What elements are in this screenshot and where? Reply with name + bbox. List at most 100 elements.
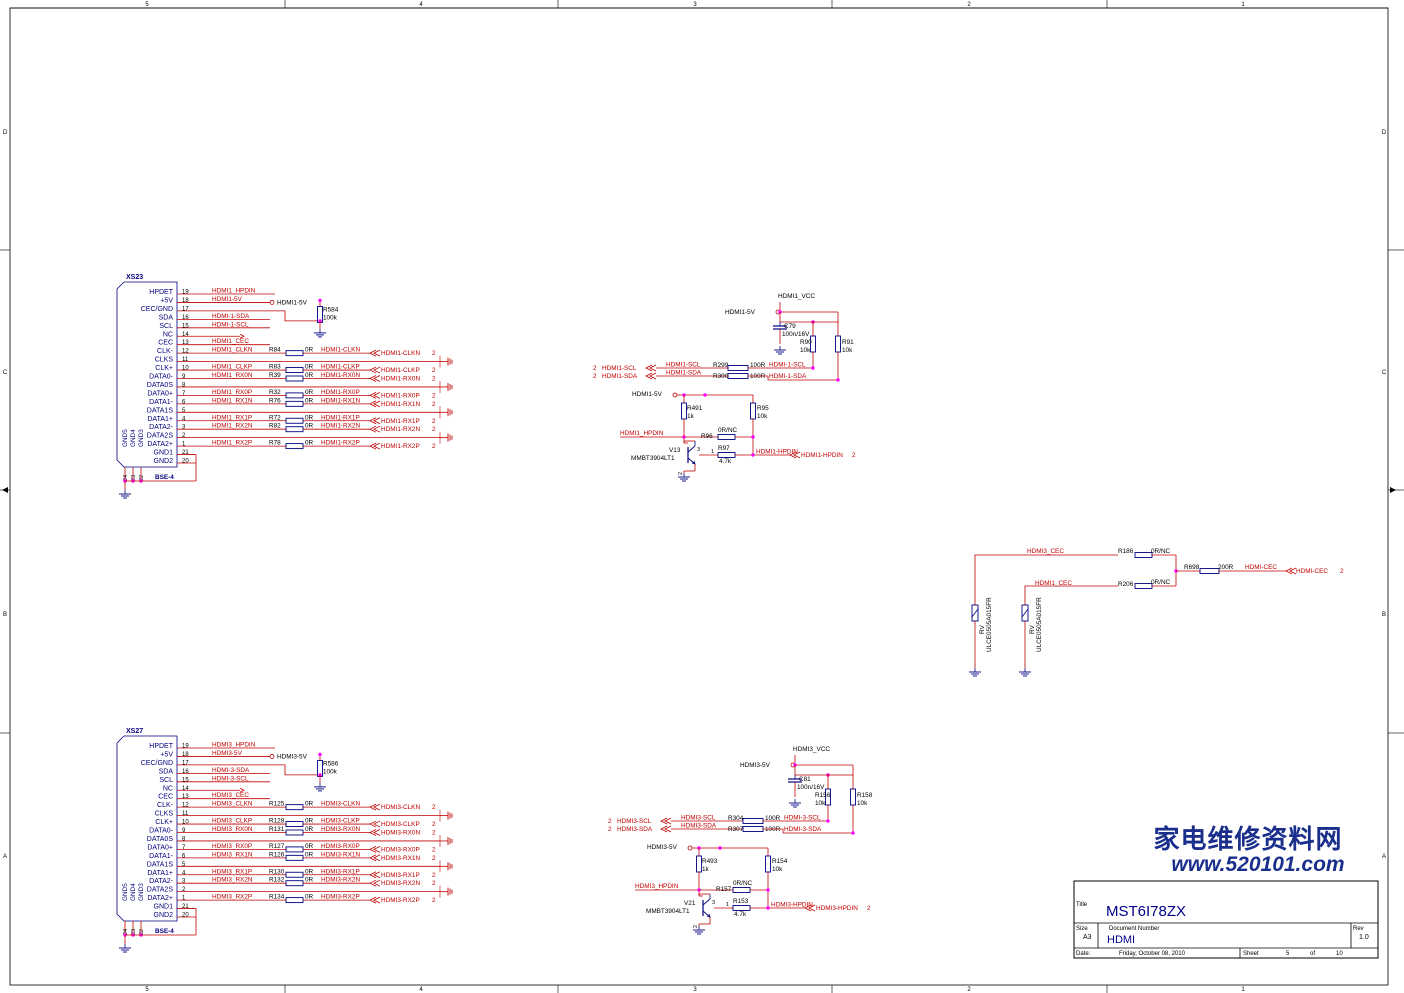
supply-label: HDMI1-5V	[632, 391, 663, 398]
connector-body	[116, 281, 178, 468]
docnum-label: Document Number	[1109, 926, 1159, 932]
supply-label: HDMI3-5V	[277, 753, 308, 760]
cec-resistor-body	[1134, 583, 1153, 589]
cec-resistor-ref: R206	[1118, 581, 1134, 588]
series-resistor-body	[285, 417, 304, 424]
net-label: HDMI1_RX1N	[212, 397, 253, 404]
port-sheet-ref: 2	[432, 426, 436, 433]
pin-number: 14	[182, 332, 189, 338]
row-marker-right: B	[1382, 612, 1386, 618]
port-arrow	[645, 364, 657, 372]
shield-ground	[447, 433, 453, 442]
series-net-label: HDMI3-CLKN	[321, 801, 360, 808]
net-label: HDMI1-SDA	[666, 370, 702, 377]
series-resistor-value: 100R	[765, 826, 781, 833]
pin-name: CLK+	[155, 365, 173, 372]
series-resistor-ref: R126	[269, 851, 285, 858]
net-label: HDMI3_RX1N	[212, 851, 253, 858]
net-label: HDMI-3-SDA	[784, 826, 822, 833]
net-label: HDMI3_CLKN	[212, 801, 253, 808]
net-label: HDMI-1-SCL	[212, 321, 249, 328]
series-net-label: HDMI1-RX0P	[321, 389, 360, 396]
pin-name: NC	[163, 331, 173, 338]
ground-pin-name: GND5	[122, 883, 129, 901]
pin-name: DATA1-	[149, 853, 174, 860]
nc-arrow	[239, 333, 245, 339]
series-resistor-body	[727, 373, 749, 379]
port-arrow	[369, 854, 381, 862]
resistor-value: 100k	[323, 768, 338, 775]
pin-number: 7	[182, 845, 186, 851]
port-sheet-ref: 2	[432, 830, 436, 837]
pin-name: CEC/GND	[141, 760, 173, 767]
series-resistor-body	[742, 826, 764, 832]
pin-number: 7	[182, 391, 186, 397]
pin-number: 20	[182, 913, 189, 919]
net-label: HDMI1_HPDIN	[620, 430, 664, 437]
sheet-label: Sheet	[1243, 951, 1259, 957]
pin-name: CLKS	[155, 357, 174, 364]
series-resistor-value: 0R	[305, 851, 314, 858]
pin-number: 1	[726, 902, 729, 908]
port-label: HDMI1-RX0N	[381, 376, 420, 383]
series-resistor-value: 100R	[750, 362, 766, 369]
pin-name: DATA1+	[147, 416, 173, 423]
of-label: of	[1310, 951, 1315, 957]
series-resistor-value: 0R	[305, 877, 314, 884]
series-resistor-value: 0R	[305, 423, 314, 430]
ground-pin-name: GND3	[138, 883, 145, 901]
junction-dot	[836, 378, 840, 382]
column-marker-bottom: 3	[693, 987, 697, 993]
pin-number: 2	[678, 472, 684, 475]
transistor-emitter	[702, 910, 711, 918]
net-label: HDMI3_HPDIN	[635, 883, 679, 890]
series-net-label: HDMI3-RX2N	[321, 877, 360, 884]
net-label: HDMI3-HPDIN	[771, 902, 813, 909]
port-arrow	[660, 825, 672, 833]
pin-name: DATA0S	[147, 382, 174, 389]
cec-resistor-ref: R698	[1184, 564, 1200, 571]
port-arrow	[1285, 567, 1297, 575]
pin-name: SDA	[159, 768, 174, 775]
junction-dot	[751, 453, 755, 457]
connector-body	[116, 735, 178, 922]
nc-resistor-body	[732, 887, 751, 893]
port-arrow	[369, 366, 381, 374]
series-resistor-ref: R76	[269, 397, 281, 404]
ground-pin-number: 22	[139, 475, 145, 481]
series-resistor-value: 0R	[305, 818, 314, 825]
series-resistor-value: 0R	[305, 414, 314, 421]
port-sheet-ref: 2	[432, 350, 436, 357]
series-net-label: HDMI3-RX1N	[321, 851, 360, 858]
base-resistor-body	[681, 402, 687, 420]
series-resistor-body	[285, 392, 304, 399]
pin-number: 3	[182, 879, 186, 885]
pin-number: 4	[182, 416, 186, 422]
supply-label: HDMI1-5V	[277, 299, 308, 306]
cec-resistor-ref: R186	[1118, 548, 1134, 555]
pin-number: 18	[182, 298, 189, 304]
series-resistor-ref: R130	[269, 868, 285, 875]
pin-name: GND1	[154, 904, 174, 911]
pin-number: 11	[182, 811, 189, 817]
port-arrow	[369, 375, 381, 382]
pin-name: DATA1+	[147, 870, 173, 877]
port-label: HDMI1-SDA	[602, 373, 638, 380]
series-resistor-ref: R299	[713, 362, 729, 369]
port-arrow	[369, 879, 381, 887]
pin-number: 16	[182, 769, 189, 775]
series-resistor-body	[285, 829, 304, 836]
series-resistor-value: 0R	[305, 843, 314, 850]
column-marker-bottom: 4	[419, 987, 423, 993]
transistor-collector	[687, 445, 696, 453]
series-net-label: HDMI3-RX0P	[321, 843, 360, 850]
series-resistor-ref: R78	[269, 440, 281, 447]
series-resistor-ref: R32	[269, 389, 281, 396]
pin-name: CLK-	[157, 802, 174, 809]
port-label: HDMI3-CLKP	[381, 821, 420, 828]
net-label: HDMI1-SCL	[666, 362, 701, 369]
series-resistor-ref: R84	[269, 347, 281, 354]
net-label: HDMI1-5V	[212, 296, 243, 303]
capacitor-value: 100n/16V	[782, 331, 810, 338]
